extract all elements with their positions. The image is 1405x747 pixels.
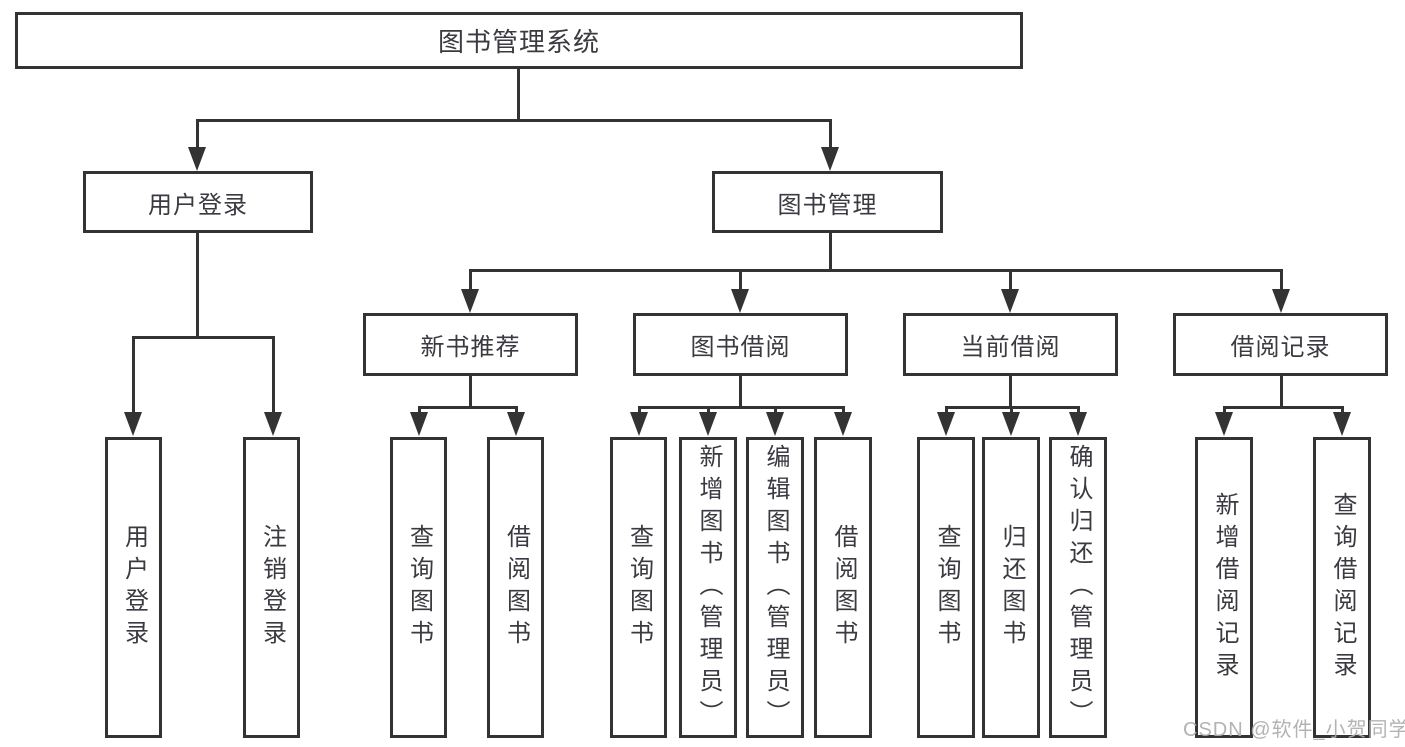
arrow-down-icon <box>766 412 784 436</box>
connector-parent-stem <box>516 68 520 122</box>
arrow-down-icon <box>1333 412 1351 436</box>
connector-child-stem <box>514 407 518 416</box>
connector-child-stem <box>1222 407 1226 416</box>
node-leaf-query-book-current: 查询图书 <box>917 437 975 738</box>
node-leaf-user-login: 用户登录 <box>105 437 162 738</box>
node-borrow-records: 借阅记录 <box>1173 313 1388 376</box>
node-new-book-rec: 新书推荐 <box>363 313 578 376</box>
arrow-down-icon <box>1272 289 1290 313</box>
connector-child-stem <box>841 407 845 416</box>
arrow-down-icon <box>507 412 525 436</box>
arrow-down-icon <box>461 289 479 313</box>
connector-parent-stem <box>1008 376 1012 409</box>
node-leaf-query-book-rec: 查询图书 <box>390 437 447 738</box>
arrow-down-icon <box>410 412 428 436</box>
connector-parent-stem <box>738 376 742 409</box>
connector-child-stem <box>1340 407 1344 416</box>
connector-child-stem <box>738 270 742 293</box>
node-leaf-edit-book: 编辑图书（管理员） <box>746 437 804 738</box>
arrow-down-icon <box>699 412 717 436</box>
connector-child-stem <box>828 120 832 151</box>
connector-branch-line <box>131 335 275 339</box>
connector-parent-stem <box>195 233 199 339</box>
node-leaf-borrow-book-rec: 借阅图书 <box>487 437 544 738</box>
node-root: 图书管理系统 <box>15 12 1023 69</box>
arrow-down-icon <box>1069 412 1087 436</box>
arrow-down-icon <box>264 412 282 436</box>
connector-branch-line <box>1222 405 1344 409</box>
node-leaf-add-book: 新增图书（管理员） <box>679 437 737 738</box>
csdn-watermark: CSDN @软件_小贺同学 <box>1183 719 1405 741</box>
node-book-borrow: 图书借阅 <box>633 313 848 376</box>
connector-child-stem <box>1076 407 1080 416</box>
connector-child-stem <box>1009 407 1013 416</box>
connector-child-stem <box>417 407 421 416</box>
arrow-down-icon <box>1001 289 1019 313</box>
node-leaf-borrow-book: 借阅图书 <box>814 437 872 738</box>
node-leaf-add-borrow-record: 新增借阅记录 <box>1195 437 1253 738</box>
node-book-mgmt: 图书管理 <box>712 171 943 233</box>
connector-branch-line <box>468 268 1283 272</box>
connector-child-stem <box>468 270 472 293</box>
connector-parent-stem <box>468 376 472 409</box>
connector-parent-stem <box>1279 376 1283 409</box>
connector-child-stem <box>637 407 641 416</box>
connector-child-stem <box>195 120 199 151</box>
connector-child-stem <box>706 407 710 416</box>
arrow-down-icon <box>630 412 648 436</box>
node-leaf-logout: 注销登录 <box>243 437 300 738</box>
connector-branch-line <box>637 405 845 409</box>
arrow-down-icon <box>731 289 749 313</box>
arrow-down-icon <box>124 412 142 436</box>
connector-child-stem <box>1279 270 1283 293</box>
node-user-login: 用户登录 <box>83 171 313 233</box>
arrow-down-icon <box>1215 412 1233 436</box>
connector-parent-stem <box>828 233 832 272</box>
connector-child-stem <box>131 337 135 416</box>
arrow-down-icon <box>1002 412 1020 436</box>
node-current-borrow: 当前借阅 <box>903 313 1118 376</box>
arrow-down-icon <box>834 412 852 436</box>
connector-child-stem <box>773 407 777 416</box>
connector-branch-line <box>417 405 518 409</box>
arrow-down-icon <box>821 147 839 171</box>
arrow-down-icon <box>937 412 955 436</box>
connector-branch-line <box>195 118 832 122</box>
node-leaf-confirm-return: 确认归还（管理员） <box>1049 437 1107 738</box>
connector-child-stem <box>271 337 275 416</box>
node-leaf-query-borrow-record: 查询借阅记录 <box>1313 437 1371 738</box>
connector-child-stem <box>1008 270 1012 293</box>
node-leaf-query-book-borrow: 查询图书 <box>610 437 667 738</box>
arrow-down-icon <box>188 147 206 171</box>
connector-child-stem <box>944 407 948 416</box>
node-leaf-return-book: 归还图书 <box>982 437 1040 738</box>
